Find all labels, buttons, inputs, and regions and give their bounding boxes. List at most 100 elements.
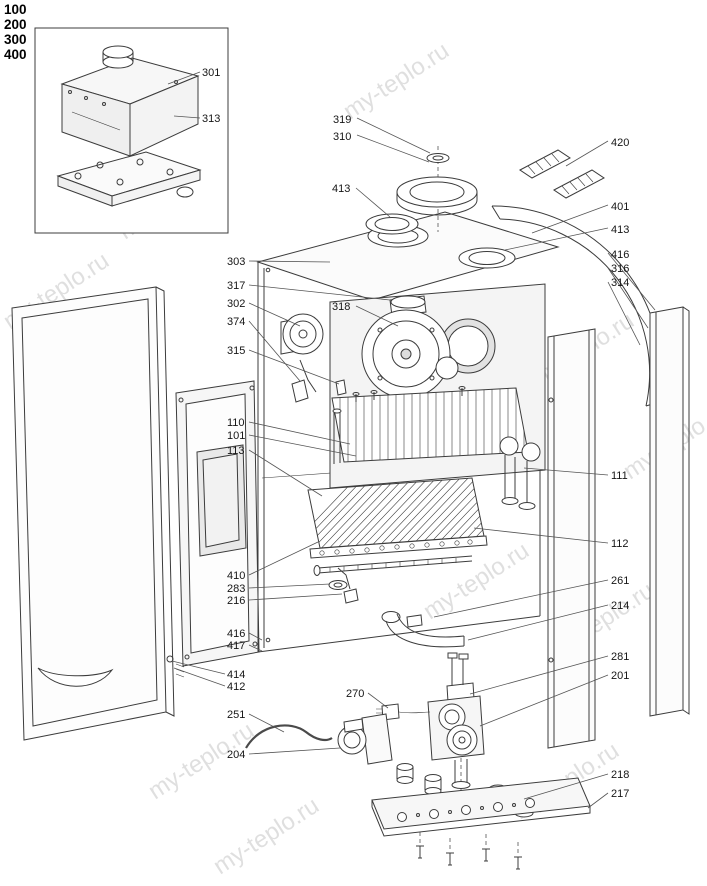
part-label-301: 301 [202,67,220,79]
leader-261 [433,579,609,618]
part-label-110: 110 [227,417,245,429]
part-label-218: 218 [611,769,629,781]
fan-assembly [361,295,459,399]
copper-pipe [245,724,333,749]
part-label-317: 317 [227,280,245,292]
gas-manifold [317,555,473,574]
leader-319 [356,117,431,154]
part-label-214: 214 [611,600,629,612]
screw [482,848,490,862]
part-label-412: 412 [227,681,245,693]
right-panels [547,306,690,749]
leader-111 [523,467,609,476]
leader-413a [355,187,391,218]
part-label-281: 281 [611,651,629,663]
water-pressure-switch [337,713,393,765]
inset-box [34,27,229,234]
leader-412 [173,667,226,687]
leader-216 [248,593,343,601]
part-label-318: 318 [332,301,350,313]
part-label-410: 410 [227,570,245,582]
part-label-413b: 413 [611,224,629,236]
ignition-transformer [280,313,324,355]
part-label-201: 201 [611,670,629,682]
leader-113 [248,449,323,497]
model-code: 100 [4,2,27,17]
gas-valve-assembly [376,678,485,800]
part-label-310: 310 [333,131,351,143]
leader-218 [523,773,609,800]
leader-301 [167,71,201,85]
leader-374 [248,320,301,382]
part-label-313: 313 [202,113,220,125]
part-label-316: 316 [611,263,629,275]
part-label-416b: 416 [227,628,245,640]
screw [416,845,424,859]
leader-201 [479,674,609,727]
water-fitting [499,436,519,456]
leader-283 [248,583,331,589]
leader-110 [248,421,351,445]
part-label-111: 111 [611,470,628,482]
leader-315 [248,349,340,385]
part-label-314: 314 [611,277,629,289]
part-label-113: 113 [227,445,245,457]
leader-251 [248,713,285,733]
leader-316 [607,267,649,329]
leader-416a [607,252,656,311]
flue-collar-group [365,146,478,235]
part-label-216: 216 [227,595,245,607]
leader-310 [356,134,430,163]
leader-101 [248,434,357,457]
leader-416b [248,632,263,641]
part-label-112: 112 [611,538,629,550]
leader-281 [469,655,609,695]
model-code: 400 [4,47,27,62]
water-fitting [521,442,541,462]
leader-lines [167,71,656,809]
bracket-sensor [291,359,347,403]
part-label-251: 251 [227,709,245,721]
part-label-315: 315 [227,345,245,357]
screw [446,852,454,866]
model-code: 300 [4,32,27,47]
fan-motor [435,356,459,380]
leader-112 [473,527,609,544]
leader-204 [248,747,341,755]
part-label-319: 319 [333,114,351,126]
part-label-420: 420 [611,137,629,149]
leader-217 [587,792,609,809]
front-panel [11,286,185,741]
part-labels: 301 313 319 310 413 420 401 413 416 316 … [202,67,629,800]
part-label-417: 417 [227,640,245,652]
part-label-302: 302 [227,298,245,310]
leader-410 [248,541,319,576]
leader-417 [248,644,263,652]
part-label-414: 414 [227,669,245,681]
leader-317 [248,284,391,301]
part-label-416a: 416 [611,249,629,261]
leader-401 [531,204,609,234]
heat-exchanger [331,386,541,510]
door-frame-panel [175,380,260,667]
screw [514,856,522,870]
part-label-101: 101 [227,430,245,442]
leader-270 [367,692,389,709]
panel-handle-cutout [37,667,114,687]
leader-314 [607,281,641,346]
part-label-204: 204 [227,749,245,761]
part-label-303: 303 [227,256,245,268]
part-label-413a: 413 [332,183,350,195]
part-label-261: 261 [611,575,629,587]
leader-413b [504,227,609,251]
electrode-group [328,567,359,604]
part-label-401: 401 [611,201,629,213]
leader-313 [173,115,201,119]
flue-disc [426,153,450,163]
part-label-270: 270 [346,688,364,700]
leader-414 [171,660,226,675]
flue-ring [365,213,419,235]
part-label-217: 217 [611,788,629,800]
leader-420 [565,140,609,167]
